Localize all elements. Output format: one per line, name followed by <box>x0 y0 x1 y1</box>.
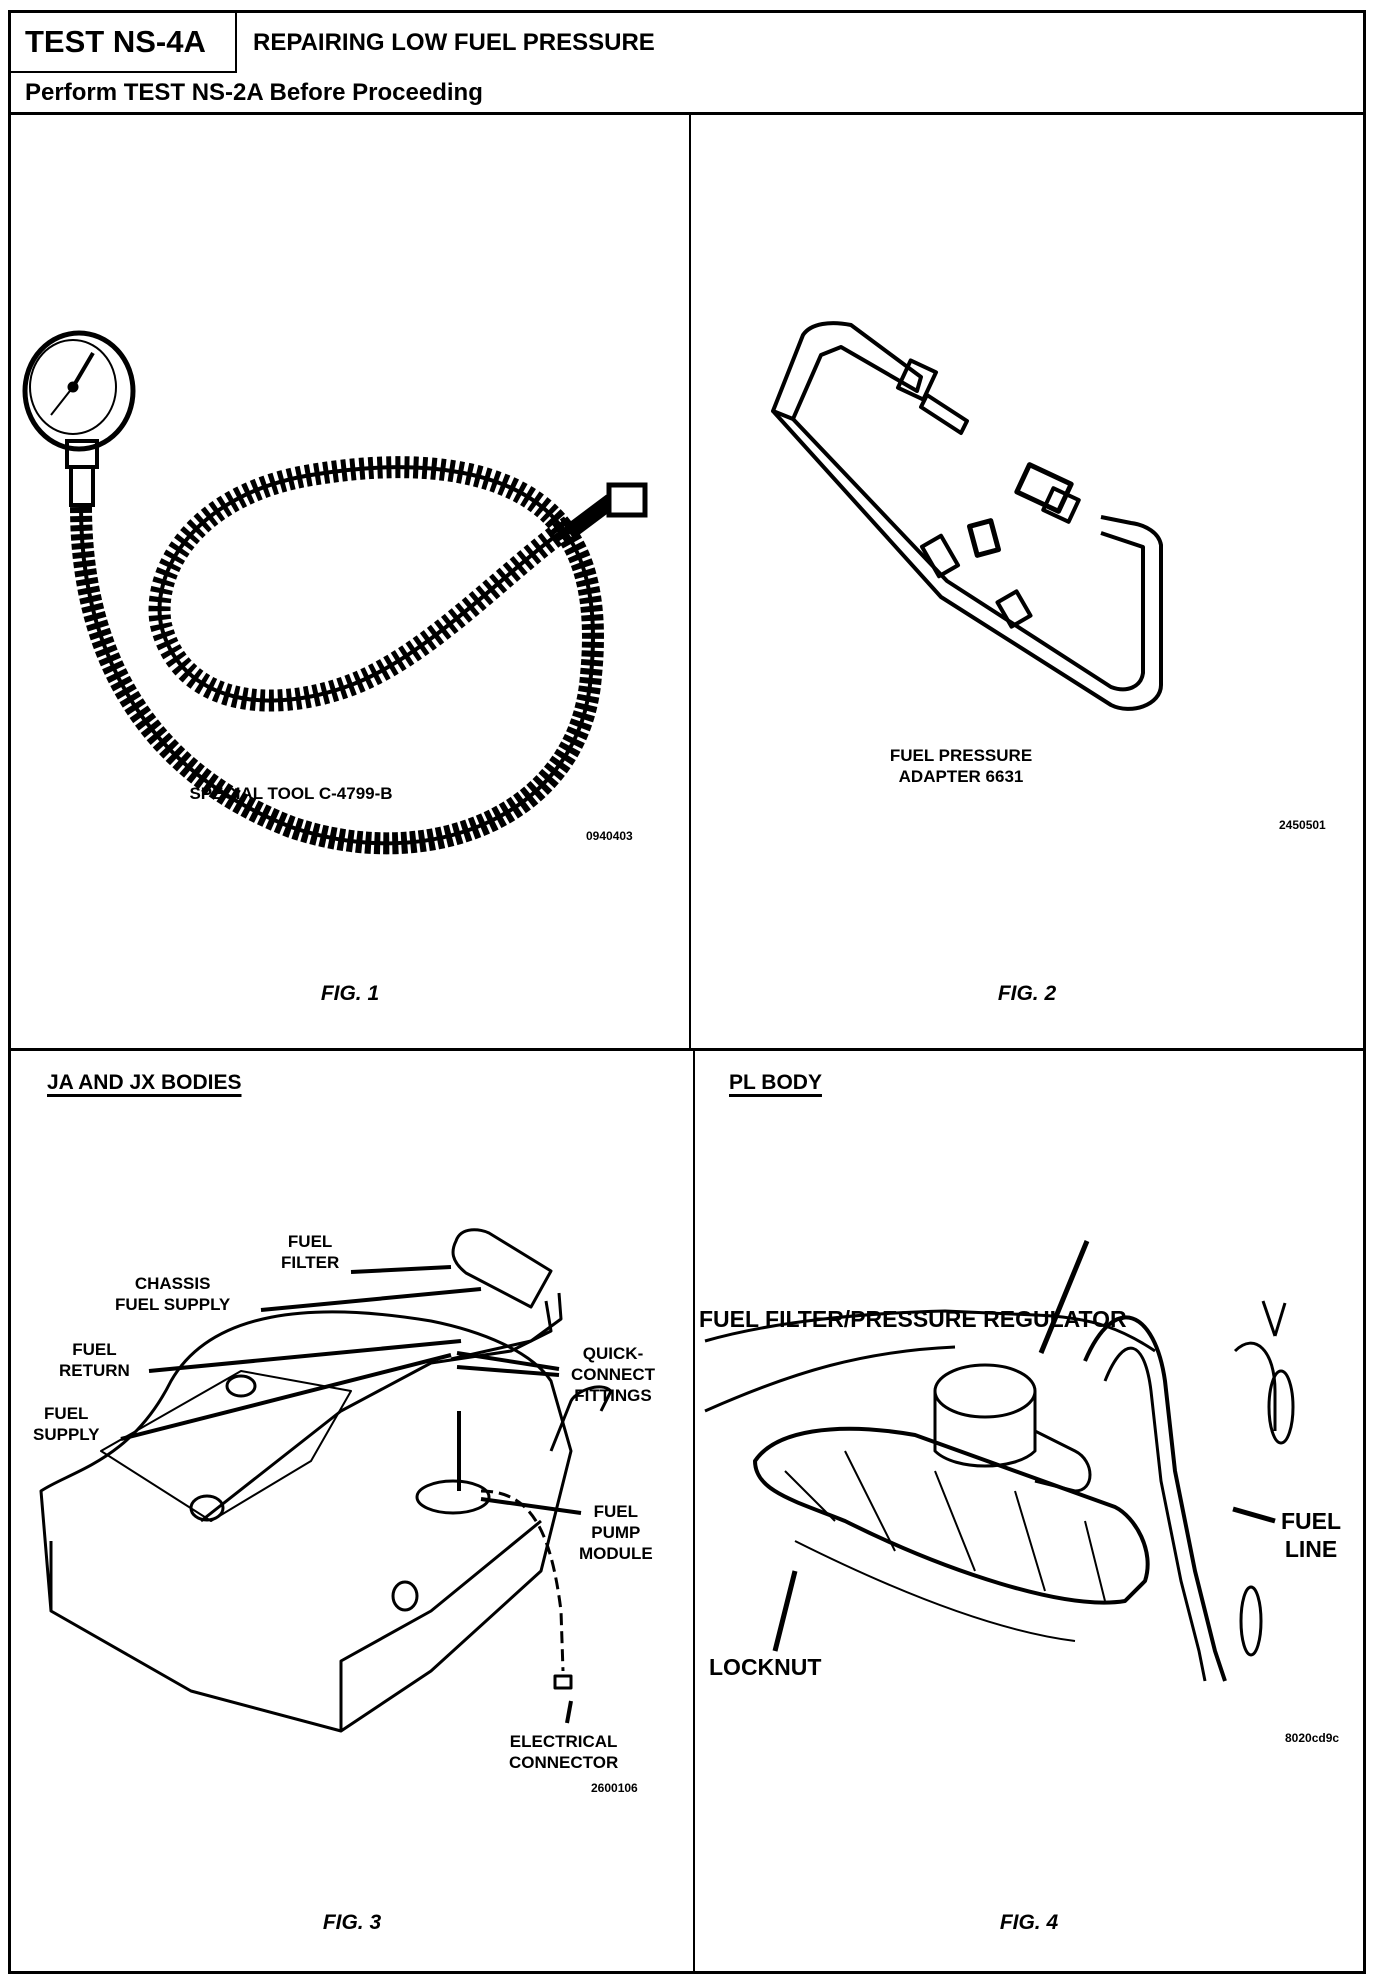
prerequisite-row: Perform TEST NS-2A Before Proceeding <box>11 73 1363 115</box>
callout-fuel-supply: FUEL SUPPLY <box>33 1404 100 1444</box>
fuel-tank-illustration <box>39 1228 613 1733</box>
figure-4-label: FIG. 4 <box>999 1911 1059 1934</box>
test-procedure-page: TEST NS-4A REPAIRING LOW FUEL PRESSURE P… <box>8 10 1366 1974</box>
figure-1-caption: SPECIAL TOOL C-4799-B <box>189 784 393 803</box>
figure-3-section-heading: JA AND JX BODIES <box>47 1071 242 1094</box>
leader-fuel-line <box>1232 1506 1276 1524</box>
fuel-line-hose <box>1083 1315 1227 1682</box>
callout-fuel-filter: FUEL FILTER <box>281 1232 340 1272</box>
pump-module-flange <box>415 1479 491 1515</box>
callout-chassis-fuel-supply: CHASSIS FUEL SUPPLY <box>115 1274 231 1314</box>
callout-electrical-connector: ELECTRICAL CONNECTOR <box>509 1732 619 1772</box>
figure-3-label: FIG. 3 <box>322 1911 382 1934</box>
pressure-gauge-hose-illustration <box>22 330 648 855</box>
test-id-box: TEST NS-4A <box>11 13 237 73</box>
figure-2-label: FIG. 2 <box>997 982 1057 1005</box>
figure-2-panel: FUEL PRESSURE ADAPTER 6631 2450501 FIG. … <box>691 115 1363 1051</box>
prerequisite-text: Perform TEST NS-2A Before Proceeding <box>25 79 483 106</box>
figure-2-caption-line-1: FUEL PRESSURE <box>889 746 1033 765</box>
leader-regulator <box>1038 1240 1090 1354</box>
figure-1-panel: SPECIAL TOOL C-4799-B 0940403 FIG. 1 <box>11 115 691 1051</box>
figure-3-panel: JA AND JX BODIES <box>11 1051 695 1971</box>
hose-inner <box>148 456 578 712</box>
callout-fuel-line: FUEL LINE <box>1281 1508 1342 1562</box>
figure-2-caption-line-2: ADAPTER 6631 <box>898 767 1024 786</box>
gauge-body <box>22 330 136 452</box>
figure-4-section-heading: PL BODY <box>729 1071 822 1094</box>
gauge-needle <box>71 351 95 389</box>
gauge-face <box>29 339 117 435</box>
figure-1-part-number: 0940403 <box>586 829 633 843</box>
callout-locknut: LOCKNUT <box>709 1654 822 1680</box>
fuel-filter-shape <box>451 1228 553 1309</box>
figure-2-part-number: 2450501 <box>1279 818 1326 832</box>
adapter-loop <box>771 409 1163 711</box>
tank-outline <box>39 1310 573 1733</box>
title-row: TEST NS-4A REPAIRING LOW FUEL PRESSURE <box>11 13 1363 73</box>
callout-quick-connect-fittings: QUICK- CONNECT FITTINGS <box>571 1344 656 1405</box>
figure-4-part-number: 8020cd9c <box>1285 1731 1340 1745</box>
callout-fuel-pump-module: FUEL PUMP MODULE <box>579 1502 653 1563</box>
figure-3-part-number: 2600106 <box>591 1781 638 1795</box>
tank-top-edge <box>704 1309 1156 1353</box>
pump-module-pl-illustration <box>704 1240 1295 1682</box>
leader-locknut <box>772 1570 798 1652</box>
figure-2-caption: FUEL PRESSURE ADAPTER 6631 <box>841 745 1081 787</box>
test-title: REPAIRING LOW FUEL PRESSURE <box>253 29 655 56</box>
locknut-ring <box>753 1426 1150 1605</box>
figure-1-label: FIG. 1 <box>320 982 380 1005</box>
fuel-pressure-adapter-illustration <box>771 321 1163 711</box>
filter-regulator <box>933 1363 1037 1419</box>
quick-connect-end <box>606 482 648 518</box>
callout-fuel-filter-pressure-regulator: FUEL FILTER/PRESSURE REGULATOR <box>699 1306 1127 1332</box>
callout-fuel-return: FUEL RETURN <box>59 1340 130 1380</box>
figure-4-panel: PL BODY <box>695 1051 1363 1971</box>
adapter-upper-tube <box>771 321 923 421</box>
